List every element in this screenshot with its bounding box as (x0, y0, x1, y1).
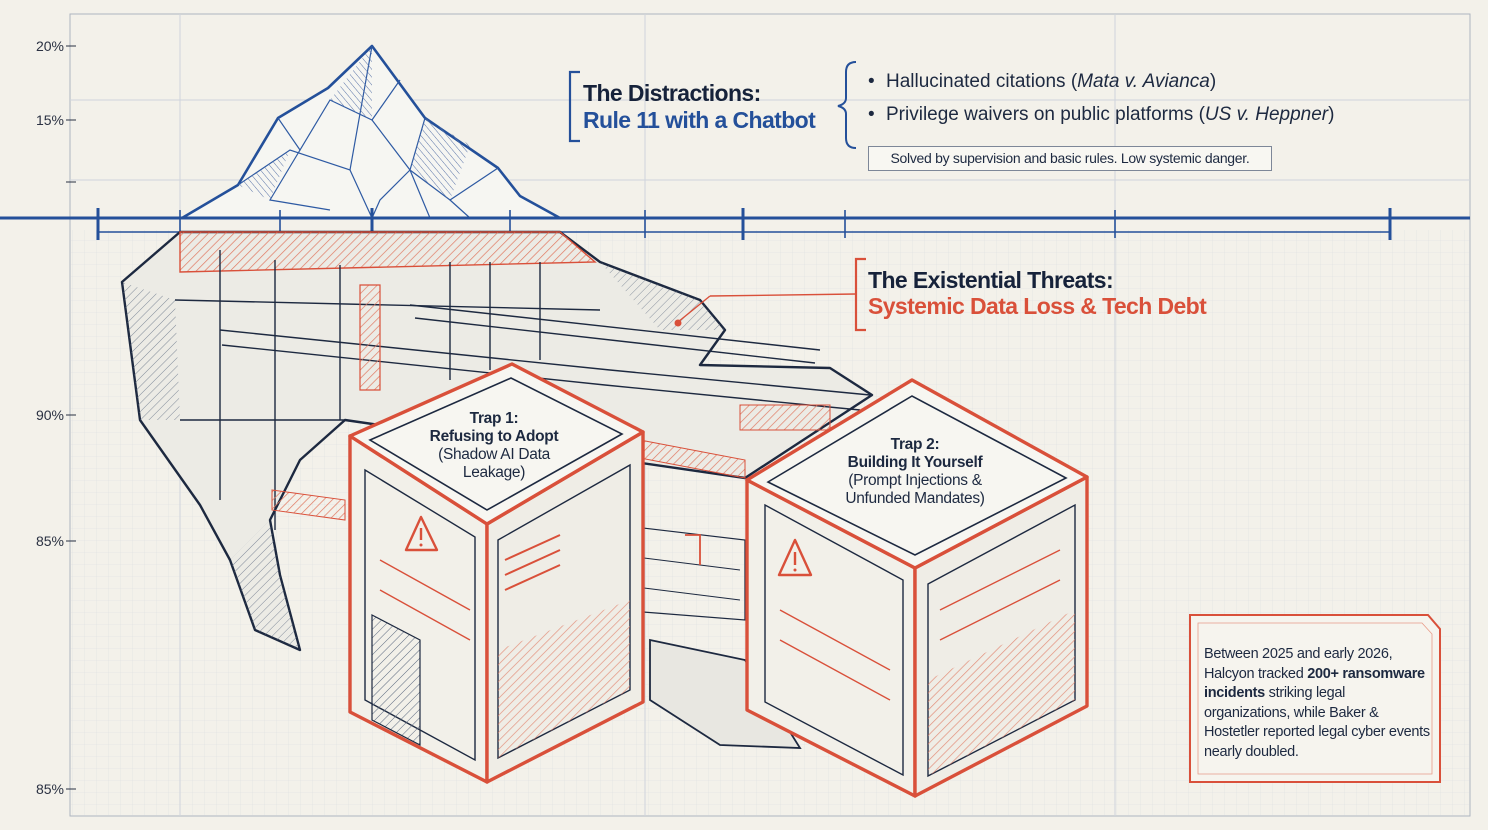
case-name: Mata v. Avianca (1077, 71, 1210, 92)
bullet-icon: • (868, 104, 875, 125)
y-axis-label: 90% (35, 407, 64, 423)
threats-subtitle: Systemic Data Loss & Tech Debt (868, 293, 1207, 319)
stat-box-frame (1189, 614, 1441, 783)
y-axis-label: 20% (35, 38, 64, 54)
stat-box-inner-frame (1197, 622, 1433, 775)
stat-box: Between 2025 and early 2026, Halcyon tra… (1204, 646, 1430, 760)
callout-brackets (568, 61, 866, 332)
distractions-list: •Hallucinated citations (Mata v. Avianca… (868, 68, 1334, 134)
y-axis-label: 85% (35, 533, 64, 549)
trap2-label: Trap 2: Building It Yourself (Prompt Inj… (845, 436, 985, 507)
trap2-cube (745, 378, 1089, 798)
distractions-note: Solved by supervision and basic rules. L… (868, 146, 1272, 171)
y-axis-label: 15% (35, 112, 64, 128)
list-item: •Hallucinated citations (Mata v. Avianca… (868, 68, 1334, 101)
y-axis-ticks (66, 45, 76, 790)
threats-title: The Existential Threats: (868, 267, 1114, 293)
bullet-icon: • (868, 71, 875, 92)
trap1-label: Trap 1: Refusing to Adopt (Shadow AI Dat… (429, 410, 559, 481)
warning-icon (777, 538, 813, 577)
distractions-subtitle: Rule 11 with a Chatbot (583, 107, 816, 133)
stat-highlight: 200+ ransomware incidents (1204, 665, 1425, 702)
list-item: •Privilege waivers on public platforms (… (868, 101, 1334, 134)
trap1-cube (348, 362, 645, 784)
y-axis-label: 85% (35, 781, 64, 797)
distractions-title: The Distractions: (583, 80, 761, 106)
warning-icon (404, 515, 439, 552)
case-name: US v. Heppner (1204, 104, 1329, 125)
iceberg-tip (180, 44, 562, 220)
